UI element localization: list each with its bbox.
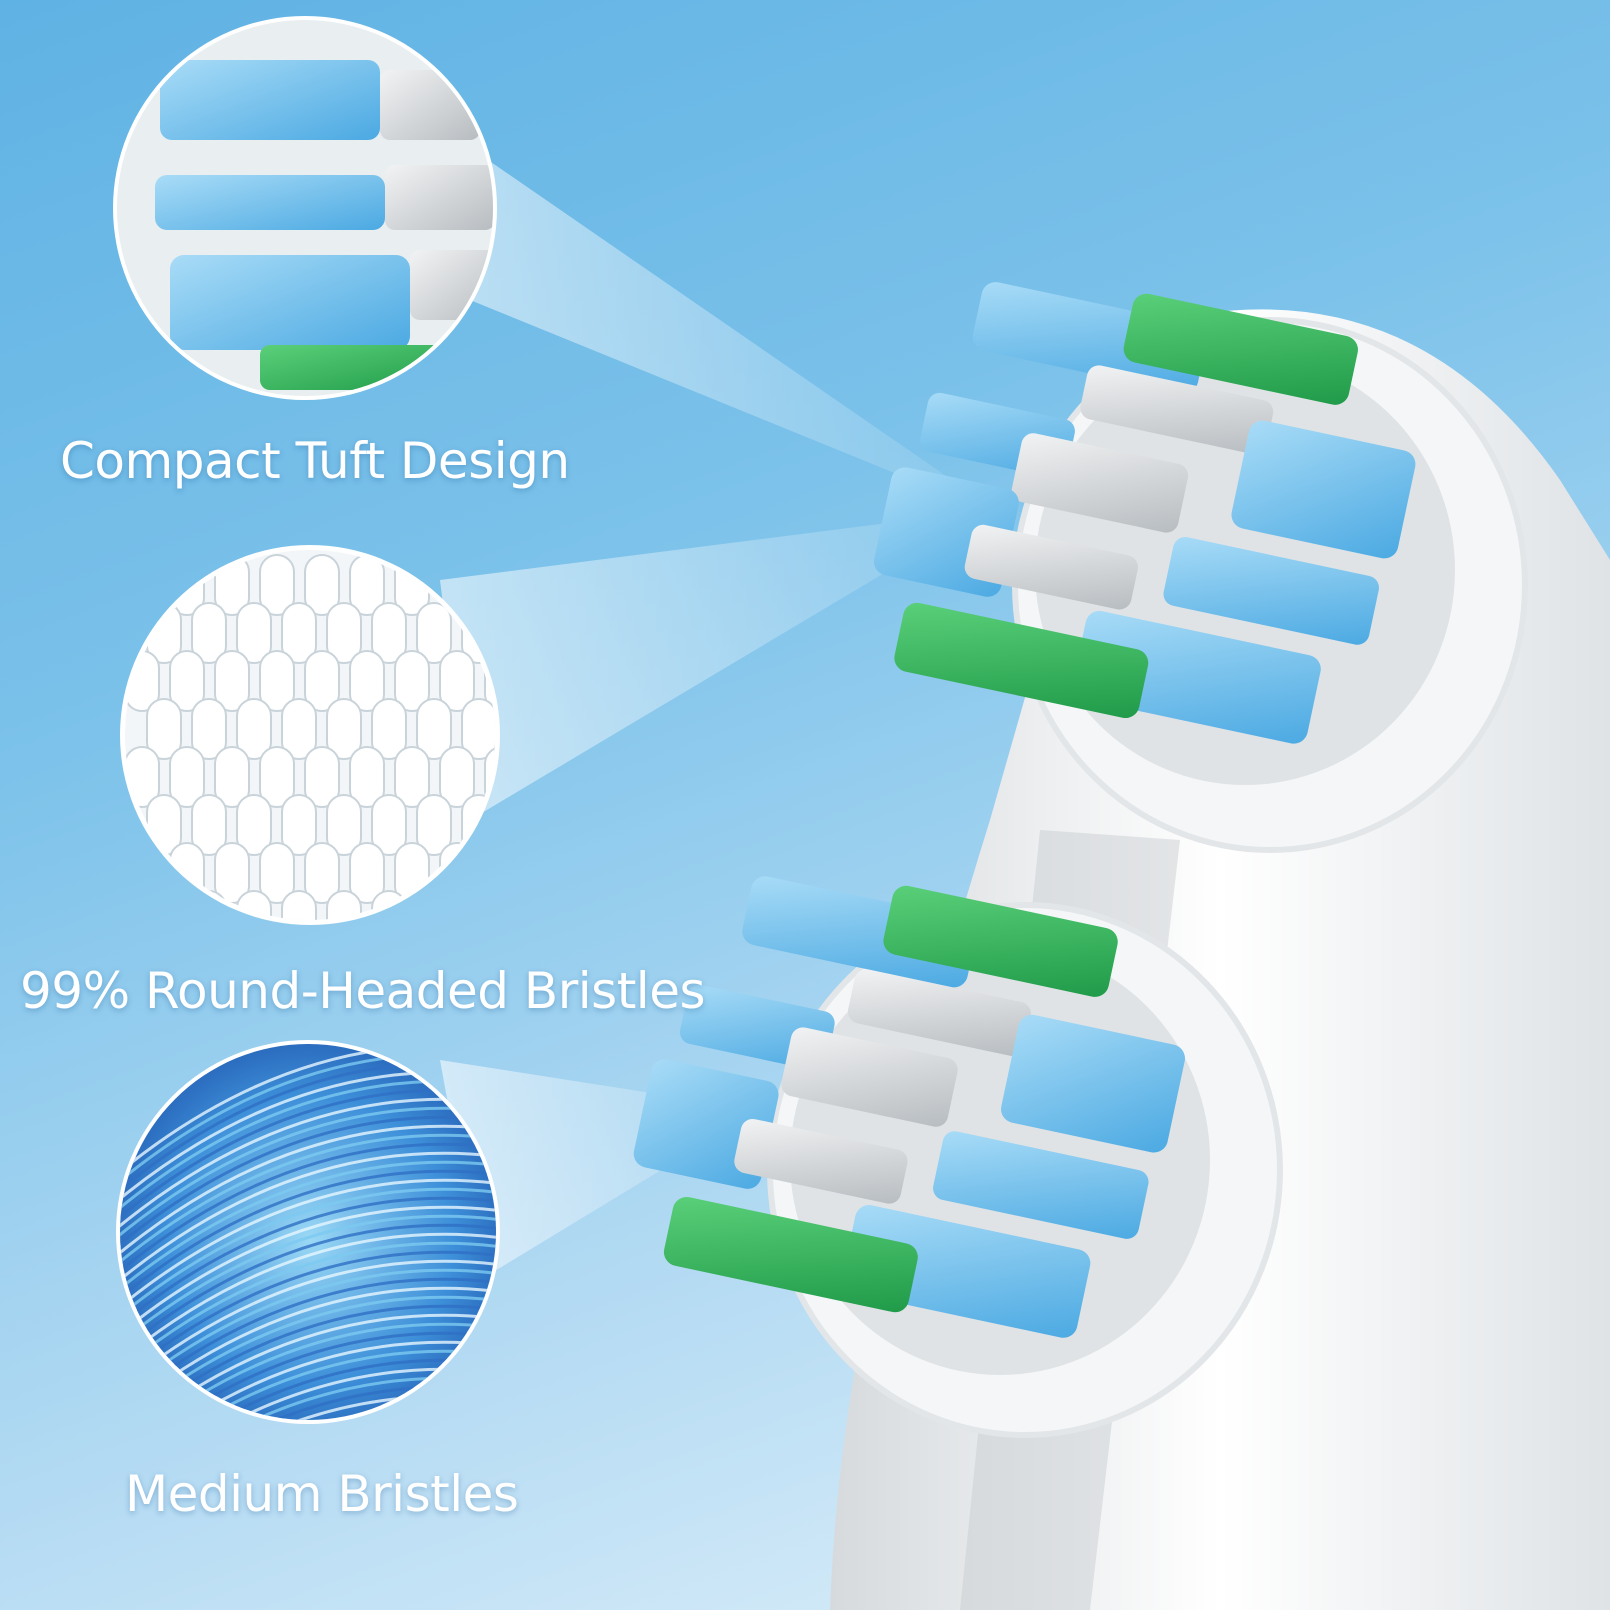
feature-label-round-headed: 99% Round-Headed Bristles (20, 962, 706, 1020)
feature-label-medium-bristles: Medium Bristles (125, 1465, 519, 1523)
tuft-closeup-icon (113, 16, 497, 400)
upper-brush-head (873, 282, 1528, 853)
feature-label-compact-tuft: Compact Tuft Design (60, 432, 570, 490)
lower-brush-head (633, 876, 1283, 1438)
fiber-closeup-icon (116, 1040, 500, 1424)
